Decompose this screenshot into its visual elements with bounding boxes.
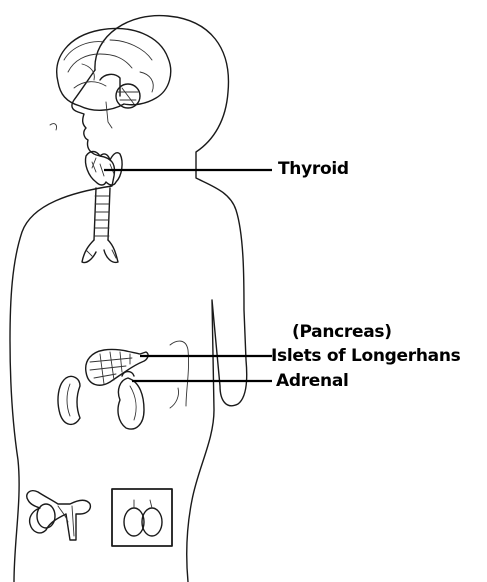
pancreas-note-label: (Pancreas) <box>292 322 392 342</box>
ovaries-illustration <box>27 491 91 540</box>
adrenal-label: Adrenal <box>276 371 349 391</box>
brain-illustration <box>57 28 171 128</box>
testes-illustration <box>112 489 172 546</box>
islets-label: Islets of Longerhans <box>271 346 460 366</box>
kidneys-illustration <box>58 372 144 430</box>
pancreas-illustration <box>86 349 148 385</box>
thyroid-label: Thyroid <box>278 159 349 179</box>
thyroid-trachea-illustration <box>82 152 122 263</box>
